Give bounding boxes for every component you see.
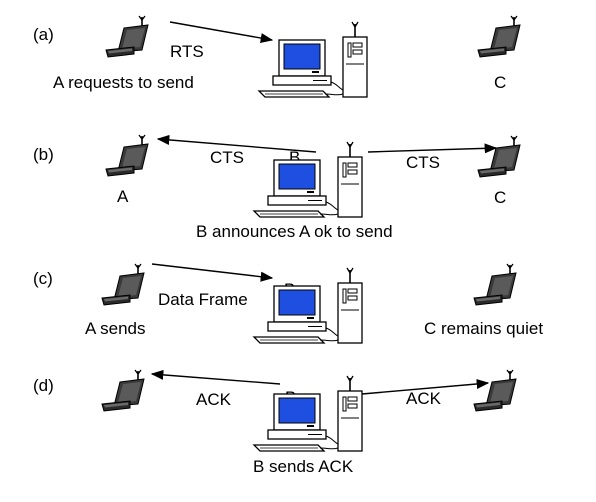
- message-label: ACK: [406, 389, 442, 408]
- panel-d: (d) ACK B ACK B sends ACK: [33, 369, 517, 476]
- panel-b: (b) A CTS B CTS C B announces A ok to se…: [33, 134, 521, 241]
- node-a-label: A: [117, 187, 129, 206]
- node-b-label: B: [289, 148, 300, 167]
- panel-tag: (d): [33, 376, 54, 395]
- laptop-a-icon: [105, 134, 149, 177]
- panel-tag: (c): [33, 269, 53, 288]
- desktop-b-icon: [253, 375, 363, 452]
- node-a-label: A requests to send: [53, 73, 194, 92]
- laptop-a-icon: [105, 15, 149, 58]
- message-label: RTS: [170, 42, 204, 61]
- cts-arrow-to-c: [367, 143, 498, 154]
- laptop-c-icon: [477, 135, 521, 178]
- panel-tag: (a): [33, 25, 54, 44]
- panel-tag: (b): [33, 145, 54, 164]
- panel-a: (a) A requests to send RTS B C: [33, 15, 521, 98]
- data-frame-arrow: [151, 263, 274, 282]
- message-label: CTS: [406, 153, 440, 172]
- ack-arrow-to-c: [361, 378, 490, 395]
- panel-c: (c) A sends Data Frame B C remains quiet: [33, 263, 543, 344]
- center-caption: B announces A ok to send: [196, 222, 393, 241]
- node-c-label: C: [494, 73, 506, 92]
- message-label: Data Frame: [158, 290, 248, 309]
- cts-arrow-to-a: [156, 134, 317, 153]
- desktop-b-icon: [253, 267, 363, 344]
- desktop-b-icon: [253, 141, 363, 218]
- node-c-label: C: [494, 188, 506, 207]
- node-a-label: A sends: [85, 319, 146, 338]
- laptop-c-icon: [477, 15, 521, 58]
- center-caption: B sends ACK: [253, 457, 354, 476]
- ack-arrow-to-a: [150, 369, 281, 385]
- node-c-label: C remains quiet: [424, 319, 543, 338]
- laptop-a-icon: [101, 369, 145, 412]
- message-label: ACK: [196, 390, 232, 409]
- laptop-c-icon: [473, 263, 517, 306]
- laptop-c-icon: [473, 369, 517, 412]
- message-label: CTS: [210, 148, 244, 167]
- rts-arrow: [169, 21, 274, 43]
- desktop-b-icon: [258, 21, 368, 98]
- laptop-a-icon: [101, 263, 145, 306]
